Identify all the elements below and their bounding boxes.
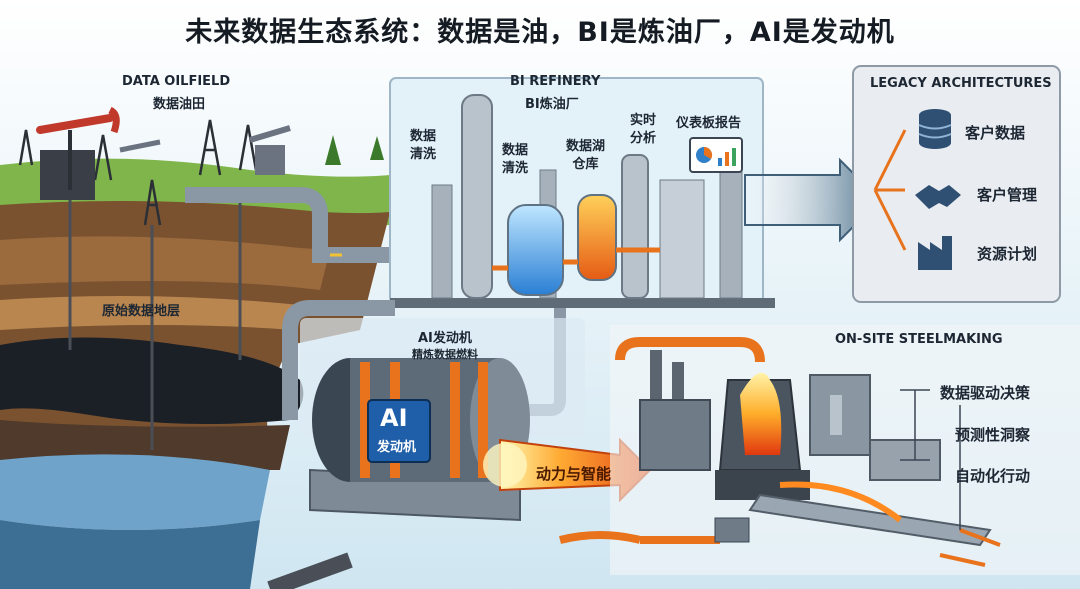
stratum-label: 原始数据地层	[102, 304, 181, 319]
oilfield-heading-cn: 数据油田	[153, 97, 206, 112]
dashboard-screen-icon	[689, 137, 743, 173]
engine-badge-label: 发动机	[377, 440, 417, 455]
database-icon	[918, 109, 952, 149]
oilfield-heading: DATA OILFIELD	[122, 74, 231, 89]
legacy-item-customer-mgmt: 客户管理	[977, 186, 1038, 204]
steelmaking-section	[559, 325, 1080, 575]
refinery-heading: BI REFINERY	[510, 74, 601, 89]
stage-data-lake: 数据湖 仓库	[566, 139, 606, 172]
engine-badge-ai: AI	[380, 404, 408, 432]
engine-heading: AI发动机	[418, 331, 472, 346]
refinery-heading-cn: BI炼油厂	[525, 97, 579, 112]
legacy-heading: LEGACY ARCHITECTURES	[870, 76, 1052, 91]
stage-cleaning-1: 数据 清洗	[410, 129, 437, 162]
page-title: 未来数据生态系统：数据是油，BI是炼油厂，AI是发动机	[185, 17, 895, 48]
stage-realtime: 实时 分析	[630, 113, 657, 146]
steel-heading: ON-SITE STEELMAKING	[835, 332, 1003, 347]
engine-output-label: 动力与智能	[536, 465, 612, 483]
outcome-decisions: 数据驱动决策	[940, 384, 1031, 402]
outcome-insights: 预测性洞察	[955, 426, 1031, 444]
oilfield-section	[0, 106, 390, 589]
factory-icon	[918, 236, 952, 270]
refinery-section	[389, 77, 882, 308]
outcome-actions: 自动化行动	[955, 467, 1031, 485]
pumpjack-icon	[36, 106, 120, 200]
legacy-item-resource-planning: 资源计划	[977, 245, 1038, 263]
handshake-icon	[915, 185, 961, 209]
stage-cleaning-2: 数据 清洗	[502, 143, 529, 176]
engine-subheading: 精炼数据燃料	[412, 348, 478, 361]
stage-dashboard: 仪表板报告	[676, 116, 742, 131]
legacy-section	[852, 65, 1061, 303]
legacy-item-customer-data: 客户数据	[965, 124, 1026, 142]
